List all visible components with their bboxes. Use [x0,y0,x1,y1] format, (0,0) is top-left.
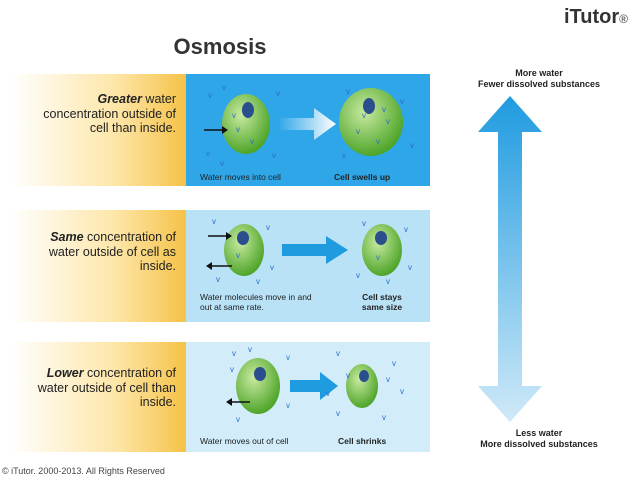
svg-text:v: v [270,263,274,272]
svg-text:v: v [286,353,290,362]
page-title: Osmosis [173,34,267,59]
svg-text:v: v [376,137,380,146]
nucleus [237,231,249,245]
svg-text:v: v [230,365,234,374]
svg-text:v: v [272,151,276,160]
svg-text:v: v [376,253,380,262]
svg-text:v: v [356,127,360,136]
nucleus [375,231,387,245]
svg-text:v: v [216,275,220,284]
svg-text:v: v [256,277,260,286]
svg-text:v: v [386,277,390,286]
svg-text:v: v [400,97,404,106]
row-1-description-text: water concentration outside of cell than… [43,92,176,135]
row-1-description: Greater water concentration outside of c… [26,92,176,136]
svg-text:v: v [206,149,210,158]
svg-text:v: v [248,345,252,354]
svg-text:v: v [382,413,386,422]
svg-text:v: v [382,105,386,114]
svg-text:v: v [286,401,290,410]
process-arrow [290,372,338,400]
row-3-emphasis: Lower [46,366,84,380]
svg-text:v: v [326,389,330,398]
row-2-caption-left: Water molecules move in and out at same … [200,292,312,312]
row-1-emphasis: Greater [97,92,142,106]
scale-top-label: More water Fewer dissolved substances [444,68,634,90]
registered-mark: ® [619,12,628,26]
cell-same-size [362,224,402,276]
row-2-caption-right: Cell stays same size [361,292,403,312]
water-molecules: vvv vvv vvv vvv vvv vvv [206,83,414,168]
svg-text:v: v [386,375,390,384]
row-2-label-panel: Same concentration of water outside of c… [10,210,186,322]
row-2-illustration-panel: v v v v v v v v v v v v Water molecules move in … [186,210,430,322]
svg-text:v: v [346,371,350,380]
svg-text:v: v [232,111,236,120]
svg-text:v: v [236,415,240,424]
row-1-caption-left: Water moves into cell [200,172,281,182]
nucleus [363,98,375,114]
svg-text:v: v [362,111,366,120]
row-2-description: Same concentration of water outside of c… [26,230,176,274]
svg-text:v: v [410,141,414,150]
nucleus [242,102,254,118]
scale-top-line1: More water [515,68,563,78]
svg-text:v: v [232,349,236,358]
scale-bottom-line1: Less water [515,428,563,438]
svg-text:v: v [336,349,340,358]
cell-swollen [339,88,403,156]
svg-text:v: v [386,117,390,126]
scale-double-arrow [478,96,542,422]
svg-text:v: v [400,387,404,396]
svg-text:v: v [342,151,346,160]
process-arrow [278,108,336,140]
row-2-illustration: v v v v v v v v v v v v [206,217,412,286]
row-3-caption-left: Water moves out of cell [200,436,289,446]
logo-text: iTutor [563,6,620,28]
svg-text:v: v [250,137,254,146]
svg-text:v: v [212,217,216,226]
process-arrow [282,236,348,264]
svg-text:v: v [222,83,226,92]
svg-text:v: v [336,409,340,418]
svg-text:v: v [236,125,240,134]
itutor-logo: iTutor® [564,6,628,29]
svg-text:v: v [362,219,366,228]
row-1-illustration: vvv vvv vvv vvv vvv vvv [204,83,414,168]
row-1-caption-right: Cell swells up [334,172,391,182]
svg-text:v: v [392,359,396,368]
svg-text:v: v [276,89,280,98]
cell-normal [222,94,270,154]
svg-text:v: v [356,271,360,280]
cell-normal [236,358,280,414]
svg-text:v: v [266,223,270,232]
row-3-caption-right: Cell shrinks [338,436,387,446]
row-3-label-panel: Lower concentration of water outside of … [10,342,186,452]
nucleus [359,370,369,382]
row-3-description: Lower concentration of water outside of … [26,366,176,410]
scale-bottom-line2: More dissolved substances [480,439,598,449]
row-2-emphasis: Same [50,230,84,244]
scale-bottom-label: Less water More dissolved substances [444,428,634,450]
svg-text:v: v [408,263,412,272]
cell-shrunk [346,364,378,408]
nucleus [254,367,266,381]
svg-text:v: v [346,87,350,96]
svg-text:v: v [404,225,408,234]
row-2-description-text: concentration of water outside of cell a… [48,230,176,273]
copyright-footer: © iTutor. 2000-2013. All Rights Reserved [2,466,165,476]
svg-text:v: v [220,159,224,168]
water-molecules: v v v v v v v v v v v v [212,217,412,286]
row-1-label-panel: Greater water concentration outside of c… [10,74,186,186]
svg-text:v: v [236,251,240,260]
svg-text:v: v [208,91,212,100]
cell-normal [224,224,264,276]
scale-top-line2: Fewer dissolved substances [477,79,601,89]
row-3-description-text: concentration of water outside of cell t… [37,366,176,409]
